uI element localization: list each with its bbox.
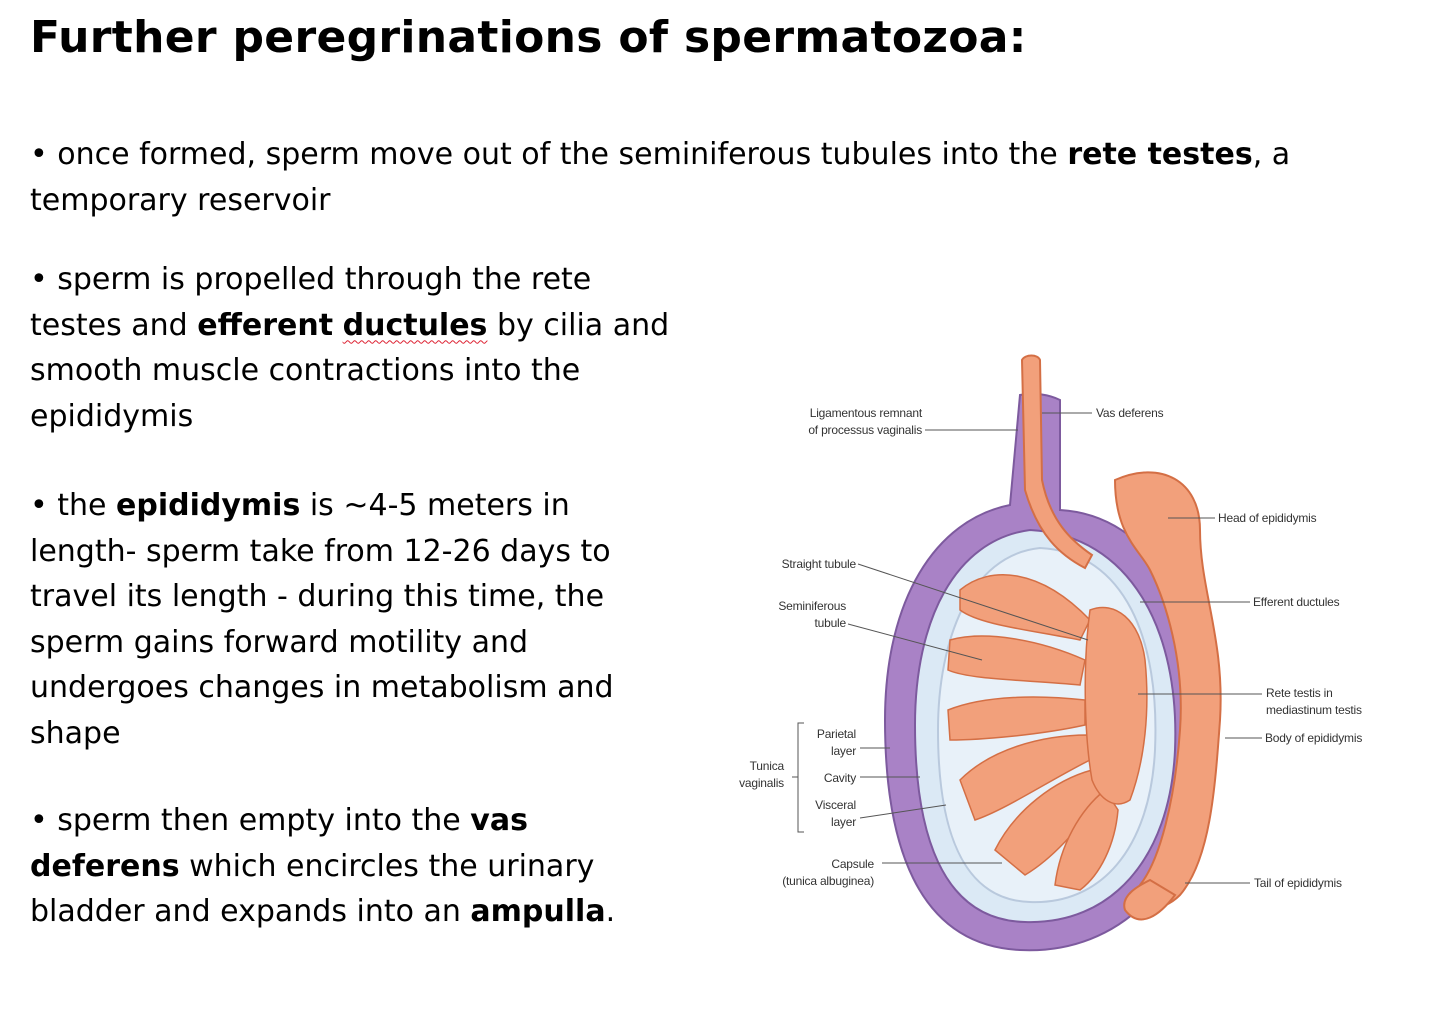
bullet-text: which encircles the urinary bladder and … <box>30 848 595 930</box>
term-vas-deferens: vas deferens <box>30 803 528 884</box>
label-straight-tubule: Straight tubule <box>782 557 857 571</box>
label-capsule: (tunica albuginea) <box>782 874 874 888</box>
label-rete-testis: mediastinum testis <box>1266 703 1362 717</box>
label-ligamentous: of processus vaginalis <box>808 423 922 437</box>
label-visceral-layer: Visceral <box>815 798 856 812</box>
label-parietal-layer: layer <box>831 744 856 758</box>
label-capsule: Capsule <box>831 857 874 871</box>
label-vas-deferens: Vas deferens <box>1096 406 1164 420</box>
vas-deferens-shape <box>1020 354 1094 570</box>
bullet-text: • the <box>30 488 117 523</box>
term-epididymis: epididymis <box>116 488 301 523</box>
lobule <box>947 696 1086 741</box>
leader-line <box>857 563 1089 641</box>
bullet-text: is ~4-5 meters in length- sperm take fro… <box>30 488 614 751</box>
label-efferent-ductules: Efferent ductules <box>1253 595 1340 609</box>
bullet-rete-testes: • once formed, sperm move out of the sem… <box>30 132 1330 223</box>
term-ductules: ductules <box>342 307 488 343</box>
label-body-epididymis: Body of epididymis <box>1265 731 1362 745</box>
label-tail-epididymis: Tail of epididymis <box>1254 876 1342 890</box>
bullet-text: , a temporary reservoir <box>30 137 1291 218</box>
term-efferent: efferent <box>197 307 334 343</box>
leader-lines <box>792 412 1262 884</box>
bullet-text: • sperm then empty into the <box>30 803 471 838</box>
lobule <box>959 574 1091 641</box>
label-tunica-vaginalis: Tunica <box>750 759 785 773</box>
bullet-vas-deferens: • sperm then empty into the vas deferens… <box>30 798 670 935</box>
label-rete-testis: Rete testis in <box>1266 686 1333 700</box>
slide-title: Further peregrinations of spermatozoa: <box>30 12 1027 63</box>
tunica-bracket <box>797 722 804 833</box>
leader-line <box>859 804 947 819</box>
leader-line <box>847 623 983 661</box>
label-visceral-layer: layer <box>831 815 856 829</box>
label-head-epididymis: Head of epididymis <box>1218 511 1317 525</box>
vas-tail-shape <box>1123 878 1177 921</box>
bullet-text: . <box>605 894 616 929</box>
seminiferous-lobules <box>947 574 1119 891</box>
bullet-text: by cilia and smooth muscle contractions … <box>30 307 670 434</box>
label-ligamentous: Ligamentous remnant <box>810 406 923 420</box>
testis-diagram: Ligamentous remnant of processus vaginal… <box>739 354 1363 952</box>
bullet-efferent-ductules: • sperm is propelled through the rete te… <box>30 257 670 439</box>
bullet-text: • sperm is propelled through the rete te… <box>30 262 592 343</box>
label-seminiferous: Seminiferous <box>778 599 846 613</box>
term-ampulla: ampulla <box>470 894 606 929</box>
lobule <box>947 635 1086 686</box>
term-rete-testes: rete testes <box>1067 137 1253 172</box>
bullet-epididymis: • the epididymis is ~4-5 meters in lengt… <box>30 483 670 756</box>
label-seminiferous: tubule <box>815 616 847 630</box>
label-cavity: Cavity <box>824 771 856 785</box>
rete-testis-shape <box>1084 606 1148 805</box>
label-parietal-layer: Parietal <box>817 727 856 741</box>
label-tunica-vaginalis: vaginalis <box>739 776 784 790</box>
bullet-text: • once formed, sperm move out of the sem… <box>30 137 1068 172</box>
